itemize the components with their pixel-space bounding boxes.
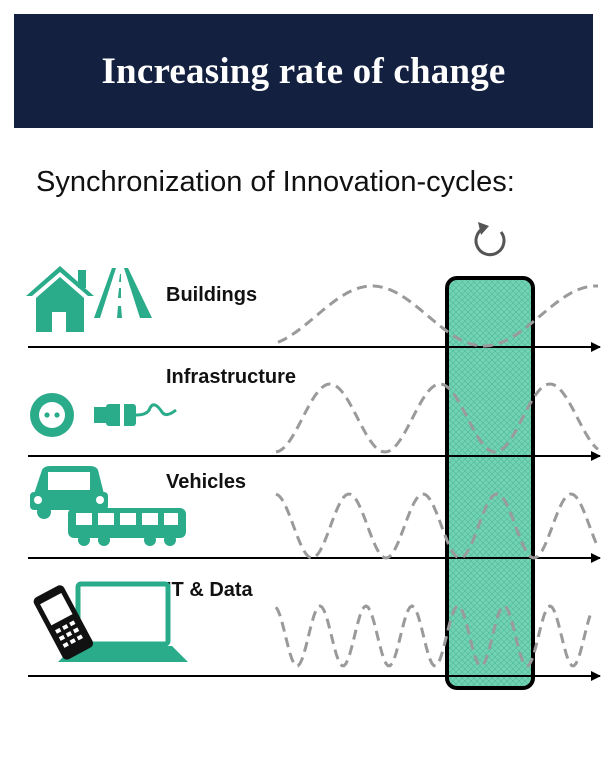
it-data-cycle-curve <box>274 604 592 668</box>
row-label-infrastructure: Infrastructure <box>166 366 296 388</box>
title-banner: Increasing rate of change <box>14 14 593 128</box>
car-and-bus-icon <box>30 466 186 546</box>
row-label-it-data: IT & Data <box>166 579 254 601</box>
vehicles-cycle-curve <box>275 492 600 560</box>
phone-and-laptop-icon <box>33 581 188 662</box>
synchronization-highlight <box>445 276 535 690</box>
row-label-buildings: Buildings <box>166 284 257 306</box>
page-title: Increasing rate of change <box>101 50 506 92</box>
refresh-cycle-icon <box>474 222 506 257</box>
house-and-road-icon <box>26 266 152 332</box>
socket-and-plug-icon <box>30 393 177 437</box>
subtitle: Synchronization of Innovation-cycles: <box>36 166 515 198</box>
buildings-cycle-curve <box>277 284 598 348</box>
row-label-vehicles: Vehicles <box>166 471 246 493</box>
infrastructure-cycle-curve <box>275 382 599 454</box>
